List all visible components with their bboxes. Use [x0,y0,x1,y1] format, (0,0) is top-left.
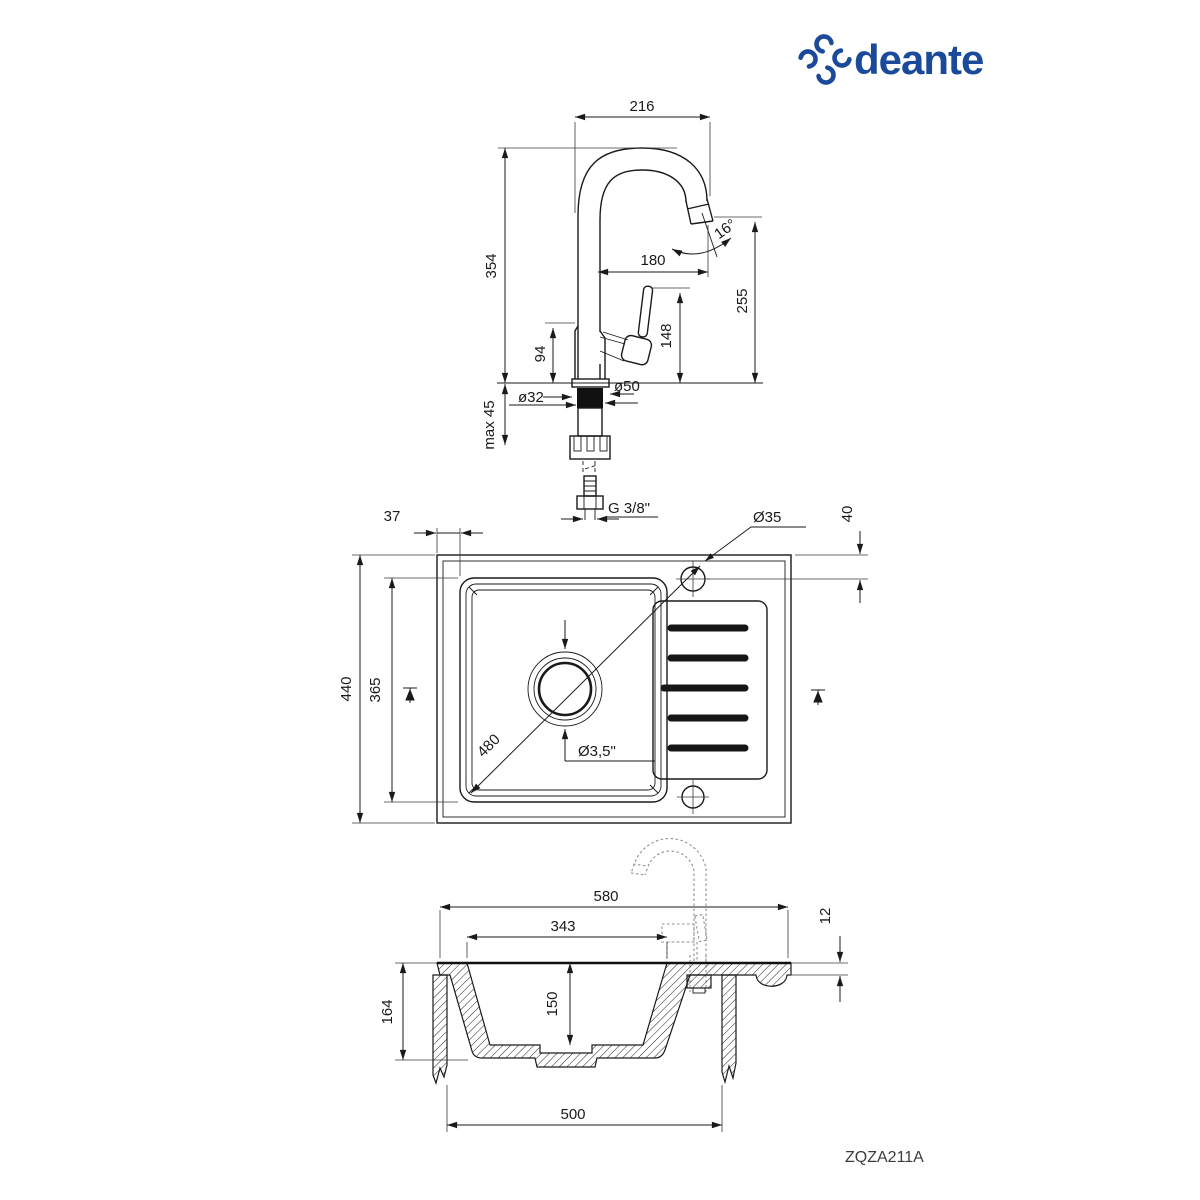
sink-outer-edge [436,554,792,824]
handle-lever [637,285,654,338]
deante-logo-icon [798,34,852,85]
spout-aerator [685,198,714,225]
centerline-ticks [403,687,825,705]
thread-break [582,461,598,473]
sink-inner-edge [442,560,786,818]
dim-spout-projection: 180 [640,252,665,269]
dim-overall-depth: 440 [338,676,355,701]
dim-max-mount-thickness: max 45 [481,400,498,449]
countertop-section-left [432,974,448,1085]
dim-bowl-depth: 150 [544,991,561,1016]
tap-hole-leader [704,526,806,562]
bowl-corner-ticks [468,586,659,794]
hose-nut [576,495,604,510]
bowl-top-view [459,577,668,803]
sink-section-view: 580 343 12 164 150 500 [379,838,848,1132]
dim-tap-hole-offset: 40 [839,506,856,523]
dim-bowl-diagonal: 480 [474,731,504,761]
tap-hole-bottom [677,780,709,814]
drainboard [652,600,768,780]
dim-cutout-width: 500 [560,1106,585,1123]
sink-top-view: 37 440 365 40 Ø35 480 Ø3, [338,506,868,824]
dim-overall-width: 580 [593,888,618,905]
faucet-dimensions: 216 354 180 255 148 94 16° ø50 ø3 [481,98,762,523]
angle-arc [671,237,732,257]
dim-left-offset: 37 [384,508,401,525]
cartridge [620,334,653,366]
dim-spout-angle: 16° [711,216,739,243]
dim-flange-diameter: ø50 [614,378,640,395]
brand-wordmark: deante [854,36,983,83]
faucet-fixing-nut [686,974,712,989]
dim-drain-size: Ø3,5" [578,743,616,760]
dim-bowl-front-to-back: 365 [367,677,384,702]
countertop-section-right [721,974,737,1085]
mounting-shank [577,407,603,437]
dim-total-depth: 164 [379,999,396,1024]
base-gasket [577,388,603,408]
dim-rim-height: 12 [817,908,834,925]
sink-cross-section [436,962,792,1068]
faucet-fixing-tail [692,987,706,994]
dim-handle-height: 148 [658,323,675,348]
dim-outlet-height: 255 [734,288,751,313]
dim-spout-reach: 216 [629,98,654,115]
drain-opening [537,661,593,717]
mounting-nut [569,435,611,460]
tap-hole-top [676,561,710,597]
product-code: ZQZA211A [845,1149,924,1166]
dim-supply-thread: G 3/8" [608,500,650,517]
faucet-front-view: 216 354 180 255 148 94 16° ø50 ø3 [481,98,763,523]
dim-body-height: 94 [532,346,549,363]
section-dimensions: 580 343 12 164 150 500 [379,888,848,1132]
dim-bowl-width: 343 [550,918,575,935]
deante-logo: deante [798,34,984,85]
bowl-diagonal-line [470,565,701,794]
faucet-outline [569,147,714,520]
dim-tap-hole-diameter: Ø35 [753,509,781,526]
cartridge-cone [599,331,629,362]
top-view-dimensions: 37 440 365 40 Ø35 480 Ø3, [338,506,868,824]
base-flange [571,378,610,388]
dim-total-height: 354 [483,253,500,278]
dim-shank-diameter: ø32 [518,389,544,406]
